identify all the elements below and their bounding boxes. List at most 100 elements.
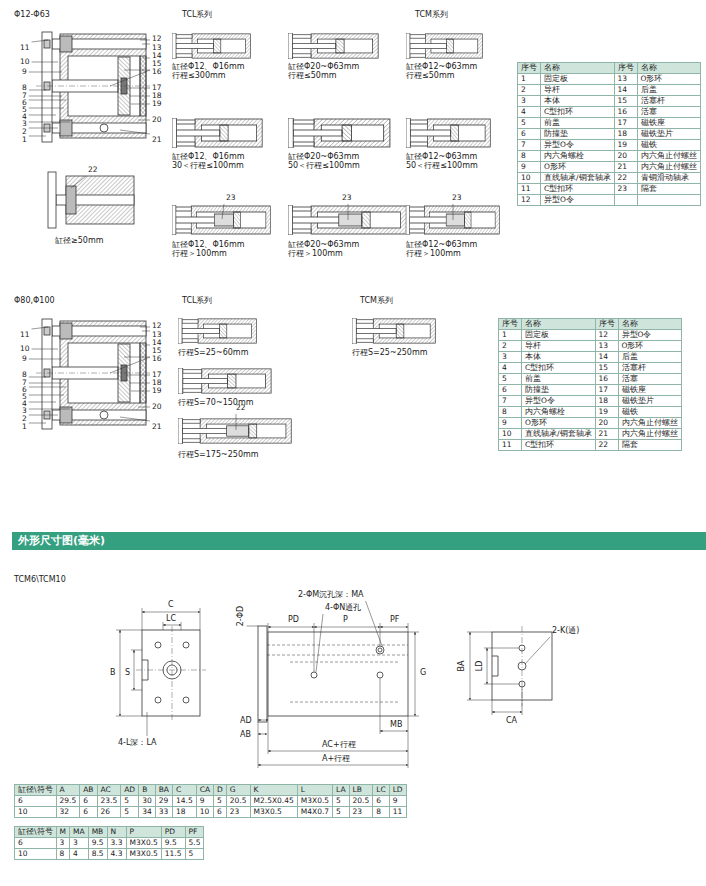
table-cell: 12	[595, 330, 618, 341]
table-cell: 6	[214, 807, 227, 818]
table-row: 3本体14后盖	[499, 352, 682, 363]
table-cell: 内六角螺栓	[522, 407, 596, 418]
table-cell: MA	[70, 827, 89, 838]
table-cell: O形环	[541, 162, 615, 173]
table-text: 防撞垫	[544, 129, 568, 138]
drawing-line	[484, 684, 519, 685]
table-text: 6	[521, 129, 526, 138]
table-text: 11	[393, 807, 403, 816]
caption-text: S	[125, 668, 130, 677]
leader-line	[110, 357, 150, 373]
drawing-line	[268, 627, 314, 628]
table-cell: AD	[121, 785, 139, 796]
drawing-line	[136, 670, 206, 671]
drawing-line	[380, 678, 381, 734]
table-text: 10	[502, 429, 512, 438]
callout-number: 18	[152, 379, 162, 387]
table-text: 18	[599, 396, 609, 405]
section-title: 外形尺寸图(毫米)	[12, 532, 706, 550]
table-cell: 9	[196, 796, 213, 807]
leader-line	[453, 204, 454, 220]
table-cell: LC	[373, 785, 389, 796]
table-text: 磁铁垫片	[641, 129, 673, 138]
leader-line	[525, 637, 550, 664]
table-text: 本体	[544, 96, 560, 105]
drawing-use	[288, 118, 390, 148]
table-text: 5	[336, 807, 341, 816]
table-text: O形环	[641, 74, 663, 83]
table-text: 20	[599, 418, 609, 427]
table-row: 11C型扣环23隔套	[518, 184, 701, 195]
table-cell: 活塞	[618, 374, 681, 385]
table-text: 5	[124, 807, 129, 816]
callout-number: 16	[152, 355, 162, 363]
table-text: 2	[521, 85, 526, 94]
table-row: 9O形环21内六角止付螺丝	[518, 162, 701, 173]
dimension-label: 2-ΦD	[236, 606, 245, 626]
callout-number: 23	[452, 194, 462, 202]
table-text: C型扣环	[544, 107, 573, 116]
table-row: 629.5623.55302914.59520.5M2.5X0.45M3X0.5…	[15, 796, 407, 807]
drawing-use	[178, 318, 256, 344]
drawing-use	[406, 205, 500, 235]
caption-text: AD	[240, 716, 252, 725]
table-text: CA	[200, 785, 210, 794]
table-text: 18	[618, 129, 628, 138]
table-cell: 18	[172, 807, 196, 818]
leader-line	[32, 62, 58, 63]
leader-line	[29, 100, 66, 101]
table-text: 后盖	[641, 85, 657, 94]
table-text: 异型O令	[525, 396, 555, 405]
table-cell: 10	[196, 807, 213, 818]
caption-text: TCL系列	[182, 296, 212, 305]
drawing-use	[352, 318, 435, 344]
table-text: 13	[618, 74, 628, 83]
table-text: 磁铁	[641, 140, 657, 149]
table-cell: 22	[595, 440, 618, 451]
drawing-rect	[142, 630, 200, 716]
drawing-line	[131, 650, 142, 651]
table-text: 5	[521, 118, 526, 127]
table-cell: 后盖	[618, 352, 681, 363]
table-text: 22	[599, 440, 609, 449]
table-text: 名称	[544, 63, 560, 72]
table-cell: D	[214, 785, 227, 796]
table-cell: M3X0.5	[126, 849, 161, 860]
table-cell: 8	[373, 807, 389, 818]
drawing-line	[484, 648, 519, 649]
table-cell: 20.5	[349, 796, 373, 807]
table-cell: 序号	[518, 63, 541, 74]
table-cell: C型扣环	[541, 184, 615, 195]
table-cell: 11	[518, 184, 541, 195]
callout-number: 12	[152, 35, 162, 43]
callout-number: 17	[152, 371, 162, 379]
table-text: PD	[165, 827, 175, 836]
table-cell: 16	[614, 107, 637, 118]
caption-text: 缸径Φ12、Φ16mm	[172, 152, 245, 161]
drawing-use	[406, 33, 482, 59]
table-text: C型扣环	[544, 184, 573, 193]
table-text: 9	[200, 796, 205, 805]
table-cell: O形环	[522, 418, 596, 429]
table-row: 6339.53.3M3X0.59.55.5	[15, 838, 204, 849]
table-cell: 内六角止付螺丝	[618, 418, 681, 429]
caption-text: 行程S=25~60mm	[178, 348, 248, 357]
drawing-line	[258, 734, 267, 735]
table-cell: 异型O令	[541, 195, 615, 206]
table-text: 磁铁垫片	[622, 396, 654, 405]
table-cell: 23	[349, 807, 373, 818]
table-text: 内六角螺栓	[525, 407, 565, 416]
table-cell: 18	[595, 396, 618, 407]
table-cell: 23.5	[97, 796, 121, 807]
table-text: 9.5	[165, 838, 177, 847]
drawing-line	[487, 648, 488, 684]
drawing-line	[258, 765, 408, 766]
table-cell: 21	[614, 162, 637, 173]
table-text: 11	[521, 184, 531, 193]
dimension-label: LD	[475, 661, 484, 672]
table-row: 缸径\符号MMAMBNPPDPF	[15, 827, 204, 838]
table-cell: M4X0.7	[297, 807, 332, 818]
leader-line	[120, 417, 150, 421]
table-text: 15	[599, 363, 609, 372]
table-row: 序号名称序号名称	[499, 319, 682, 330]
